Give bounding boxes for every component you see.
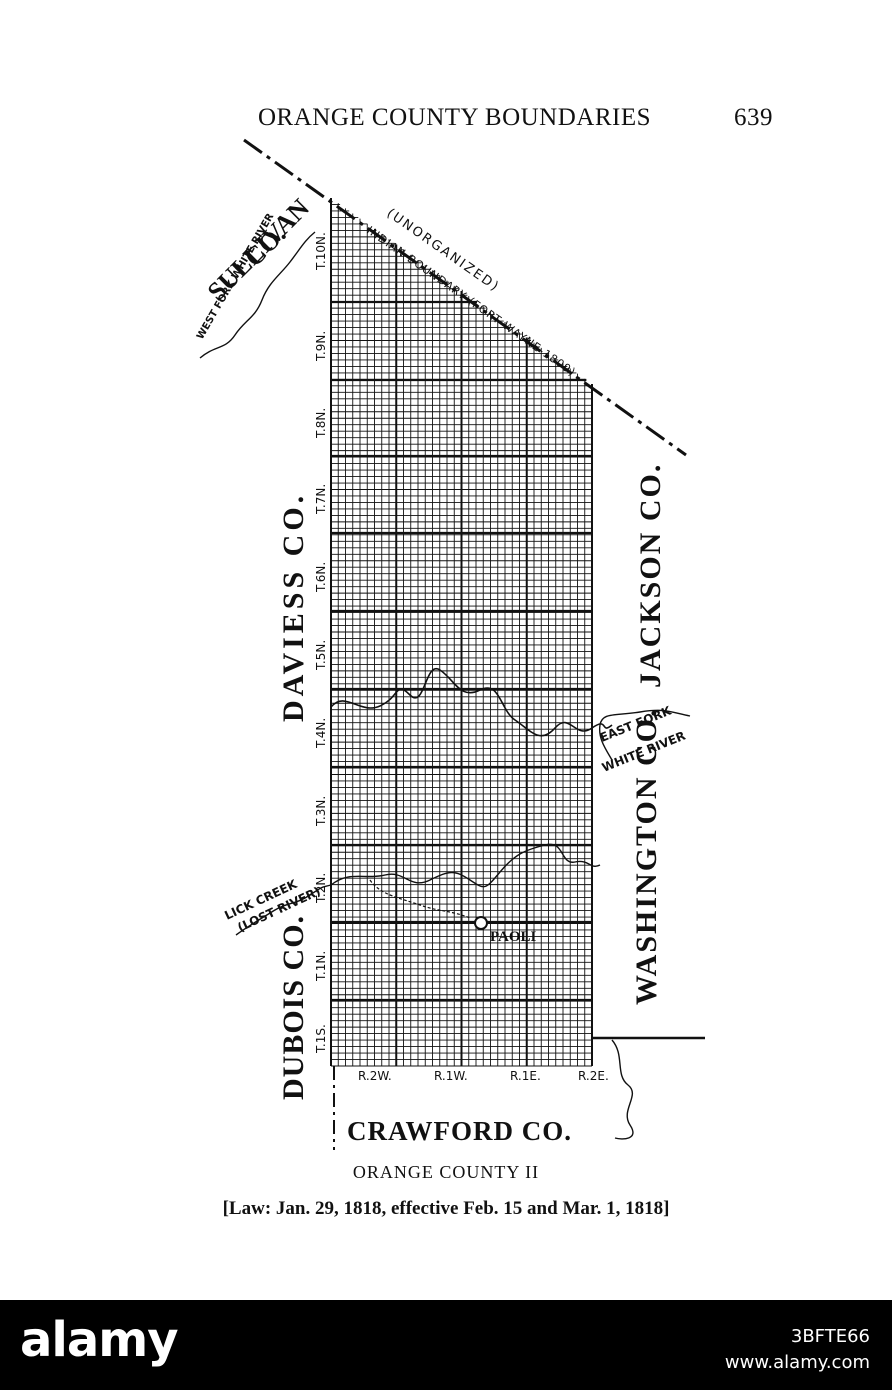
west-fork-river <box>199 231 316 359</box>
image-id: 3BFTE66 <box>790 1326 870 1347</box>
page: ORANGE COUNTY BOUNDARIES 639 PAOLI SULLI… <box>195 104 773 1219</box>
township-lines <box>331 300 592 1002</box>
range-label: R.1E. <box>510 1069 541 1083</box>
township-labels: T.10N. T.9N. T.8N. T.7N. T.6N. T.5N. T.4N. T.3N… <box>314 232 328 1054</box>
paoli-marker <box>474 916 488 930</box>
neighbor-label-washington: WASHINGTON CO. <box>630 707 663 1005</box>
range-labels: R.2W. R.1W. R.1E. R.2E. <box>358 1069 609 1083</box>
lost-river <box>330 843 601 888</box>
township-label: T.2N. <box>314 873 328 904</box>
lick-creek <box>235 884 332 936</box>
township-label: T.8N. <box>314 408 328 439</box>
neighbor-label-crawford: CRAWFORD CO. <box>347 1116 572 1146</box>
site-url: www.alamy.com <box>724 1352 870 1373</box>
township-label: T.1N. <box>314 951 328 982</box>
map-caption-law: [Law: Jan. 29, 1818, effective Feb. 15 a… <box>222 1198 670 1219</box>
river-branch <box>369 879 471 919</box>
east-fork-river <box>330 667 613 737</box>
neighbor-label-daviess: DAVIESS CO. <box>277 492 310 722</box>
map-caption-title: ORANGE COUNTY II <box>352 1162 540 1182</box>
township-label: T.1S. <box>314 1024 328 1054</box>
section-grid <box>330 198 593 1067</box>
page-title: ORANGE COUNTY BOUNDARIES <box>258 104 652 131</box>
image-credit: 3BFTE66 www.alamy.com <box>725 1324 870 1376</box>
brand-logo: alamy <box>20 1312 179 1368</box>
page-number: 639 <box>734 104 773 131</box>
township-label: T.3N. <box>314 796 328 827</box>
township-label: T.10N. <box>314 232 328 271</box>
township-label: T.6N. <box>314 562 328 593</box>
east-fork-river-east <box>598 709 691 761</box>
neighbor-label-dubois: DUBOIS CO. <box>277 915 310 1100</box>
township-label: T.5N. <box>314 640 328 671</box>
indian-boundary-line <box>243 138 687 457</box>
range-label: R.2W. <box>358 1069 392 1083</box>
crawford-creek <box>611 1039 634 1140</box>
township-label: T.4N. <box>314 718 328 749</box>
range-label: R.2E. <box>578 1069 609 1083</box>
stock-footer: alamy 3BFTE66 www.alamy.com <box>0 1300 892 1390</box>
county-map: PAOLI SULLIVAN CO. DAVIESS CO. JACKSON C… <box>195 138 705 1150</box>
neighbor-label-jackson: JACKSON CO. <box>634 463 667 688</box>
township-label: T.9N. <box>314 331 328 362</box>
river-label-west-fork: WEST FORK WHITE RIVER <box>195 211 276 341</box>
township-label: T.7N. <box>314 484 328 515</box>
range-label: R.1W. <box>434 1069 468 1083</box>
town-label-paoli: PAOLI <box>490 929 537 945</box>
